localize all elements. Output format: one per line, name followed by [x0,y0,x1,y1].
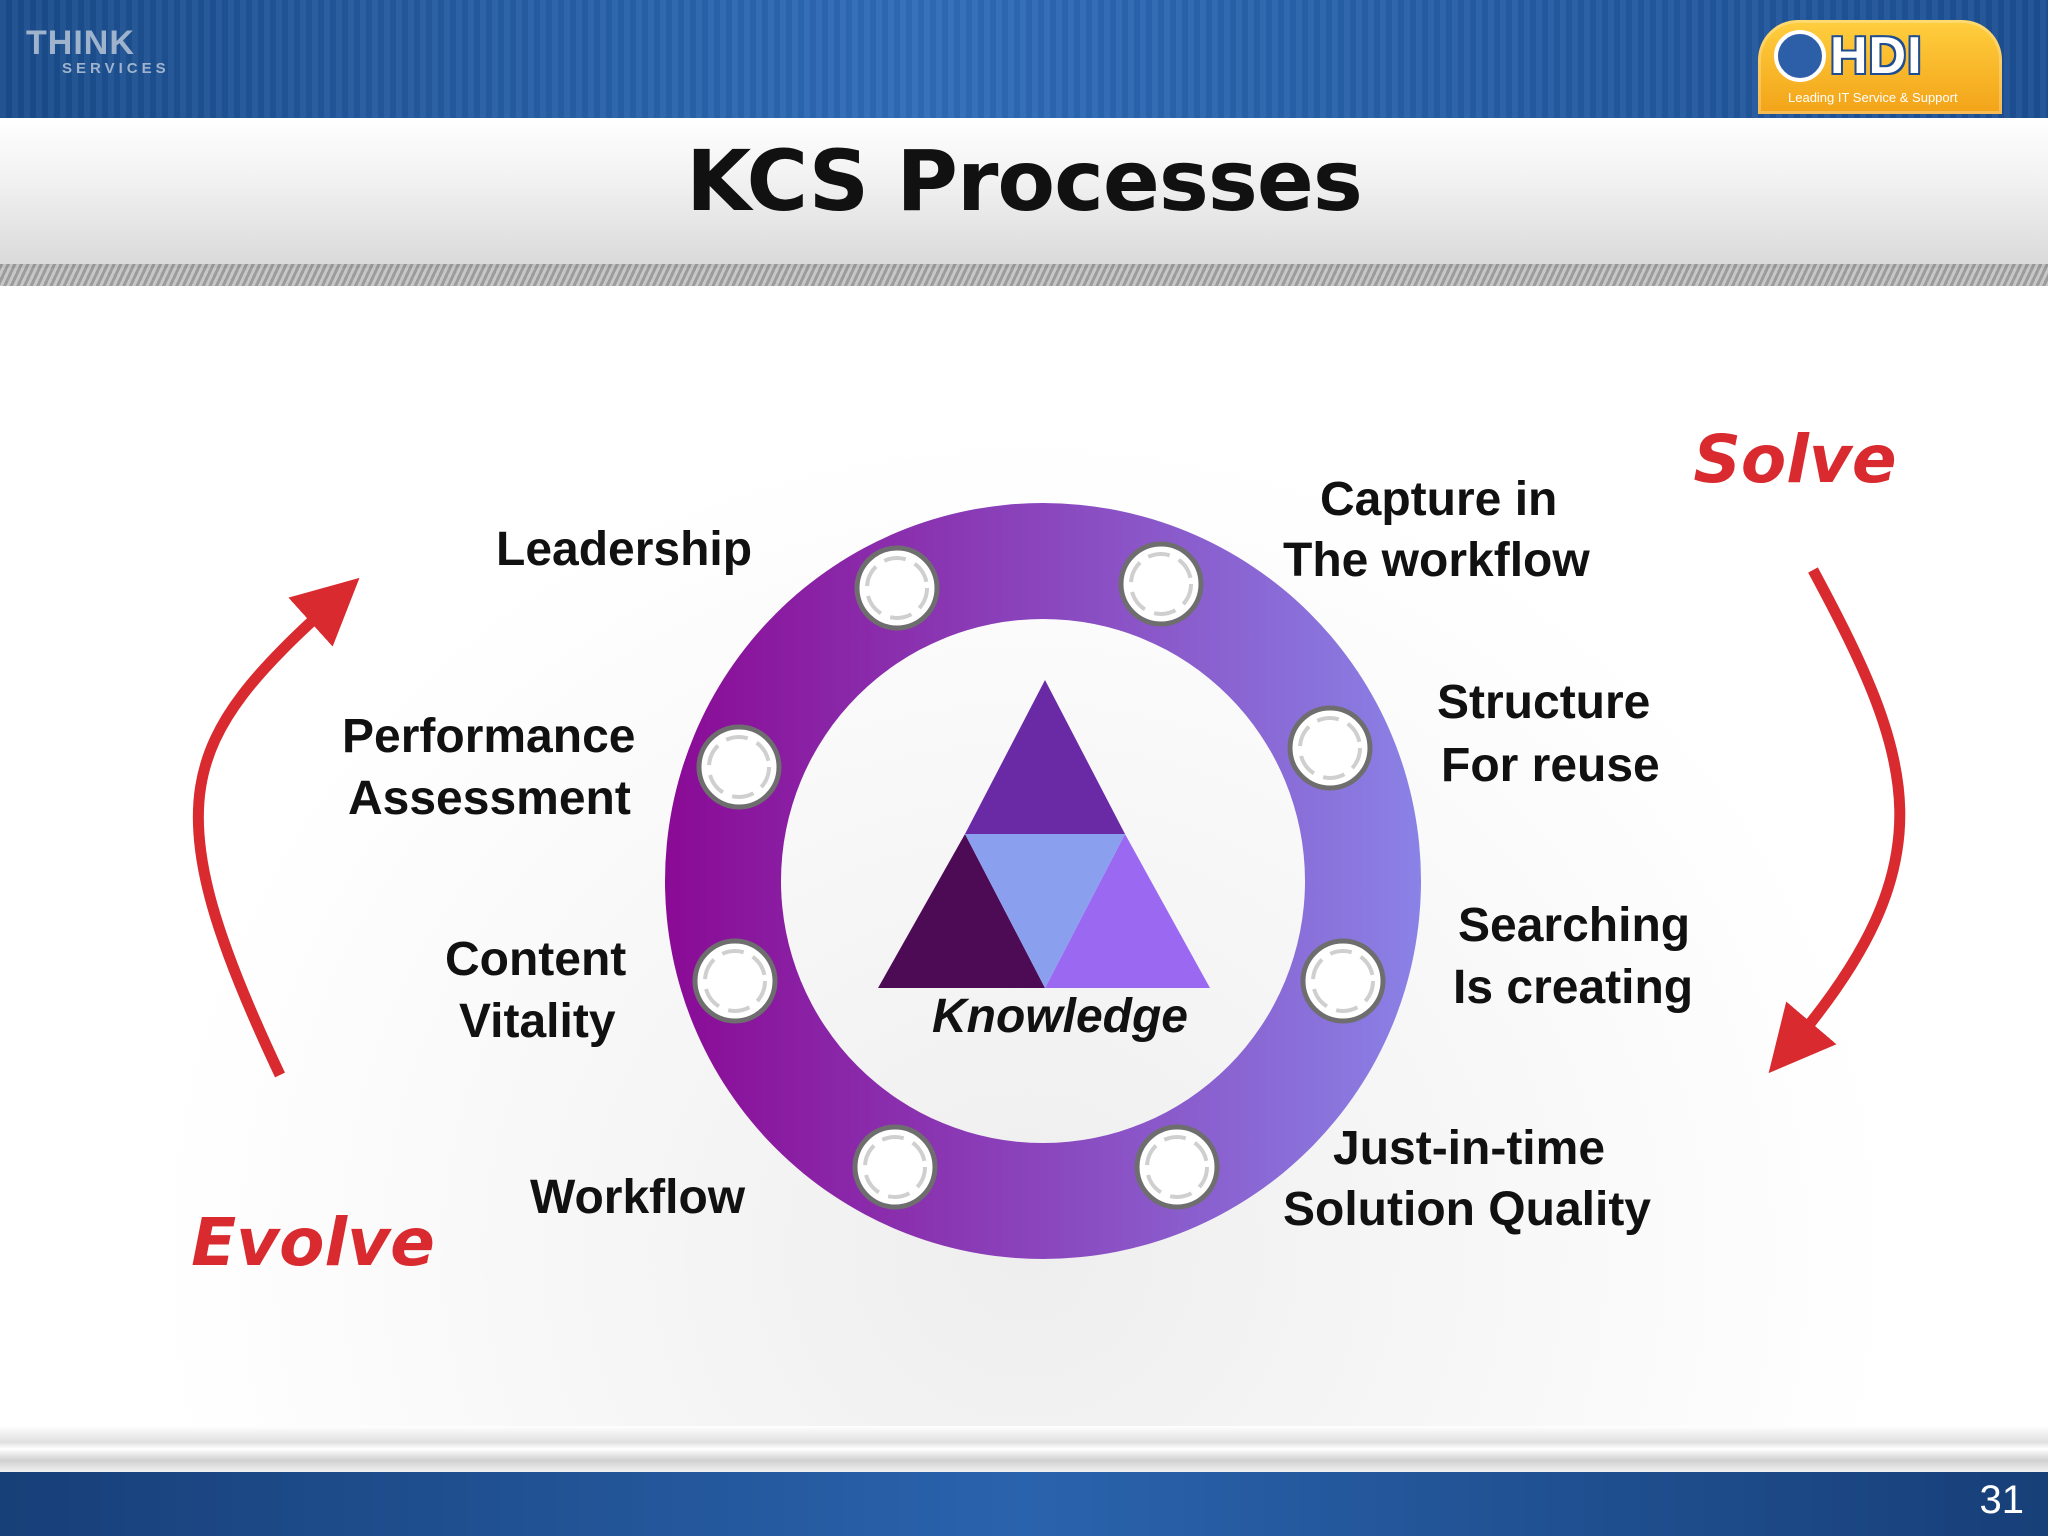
hdi-tagline: Leading IT Service & Support [1788,90,1958,105]
ring-node-structure [1287,705,1373,791]
phase-evolve: Evolve [191,1204,435,1281]
knowledge-triangle [878,680,1210,988]
ring-node-leadership [854,545,940,631]
practice-capture-line1: Capture in [1320,473,1557,526]
services-logo-text: SERVICES [62,60,170,77]
practice-structure-line1: Structure [1437,676,1650,729]
phase-solve: Solve [1693,421,1896,498]
think-services-logo: THINK SERVICES [26,24,196,94]
practice-searching-line1: Searching [1458,899,1690,952]
practice-performance-line2: Assessment [348,772,631,825]
ring-node-capture [1118,541,1204,627]
practice-capture-line2: The workflow [1283,534,1590,587]
practice-just-in-time-line1: Just-in-time [1333,1122,1605,1175]
ring-node-workflow [852,1124,938,1210]
process-ring [665,503,1421,1259]
triangle-left [878,834,1045,988]
footer-lines [0,1426,2048,1472]
solve-arrow [1768,567,1906,1074]
ring-node-searching [1300,938,1386,1024]
evolve-arrow [192,577,360,1078]
practice-structure-line2: For reuse [1441,739,1660,792]
title-band [0,118,2048,268]
ring-node-just-in-time [1134,1124,1220,1210]
triangle-center [965,834,1125,988]
title-band-shadow [0,264,2048,286]
hdi-logo: HDI Leading IT Service & Support [1758,20,2002,114]
header-bar [0,0,2048,118]
practice-content-line1: Content [445,933,626,986]
practice-performance-line1: Performance [342,710,635,763]
ring-node-performance [696,724,782,810]
triangle-top [965,680,1125,834]
globe-icon [1774,30,1826,82]
practice-content-line2: Vitality [459,995,616,1048]
practice-leadership: Leadership [496,523,752,576]
practice-searching-line2: Is creating [1453,961,1693,1014]
page-number: 31 [1979,1478,2025,1522]
knowledge-label: Knowledge [932,990,1188,1043]
ring-node-content [692,938,778,1024]
hdi-logo-text: HDI [1830,27,1923,85]
page-title: KCS Processes [686,132,1363,230]
think-logo-text: THINK [26,24,135,62]
footer-bar [0,1472,2048,1536]
practice-workflow: Workflow [530,1171,746,1224]
practice-just-in-time-line2: Solution Quality [1283,1183,1651,1236]
triangle-right [1045,834,1210,988]
